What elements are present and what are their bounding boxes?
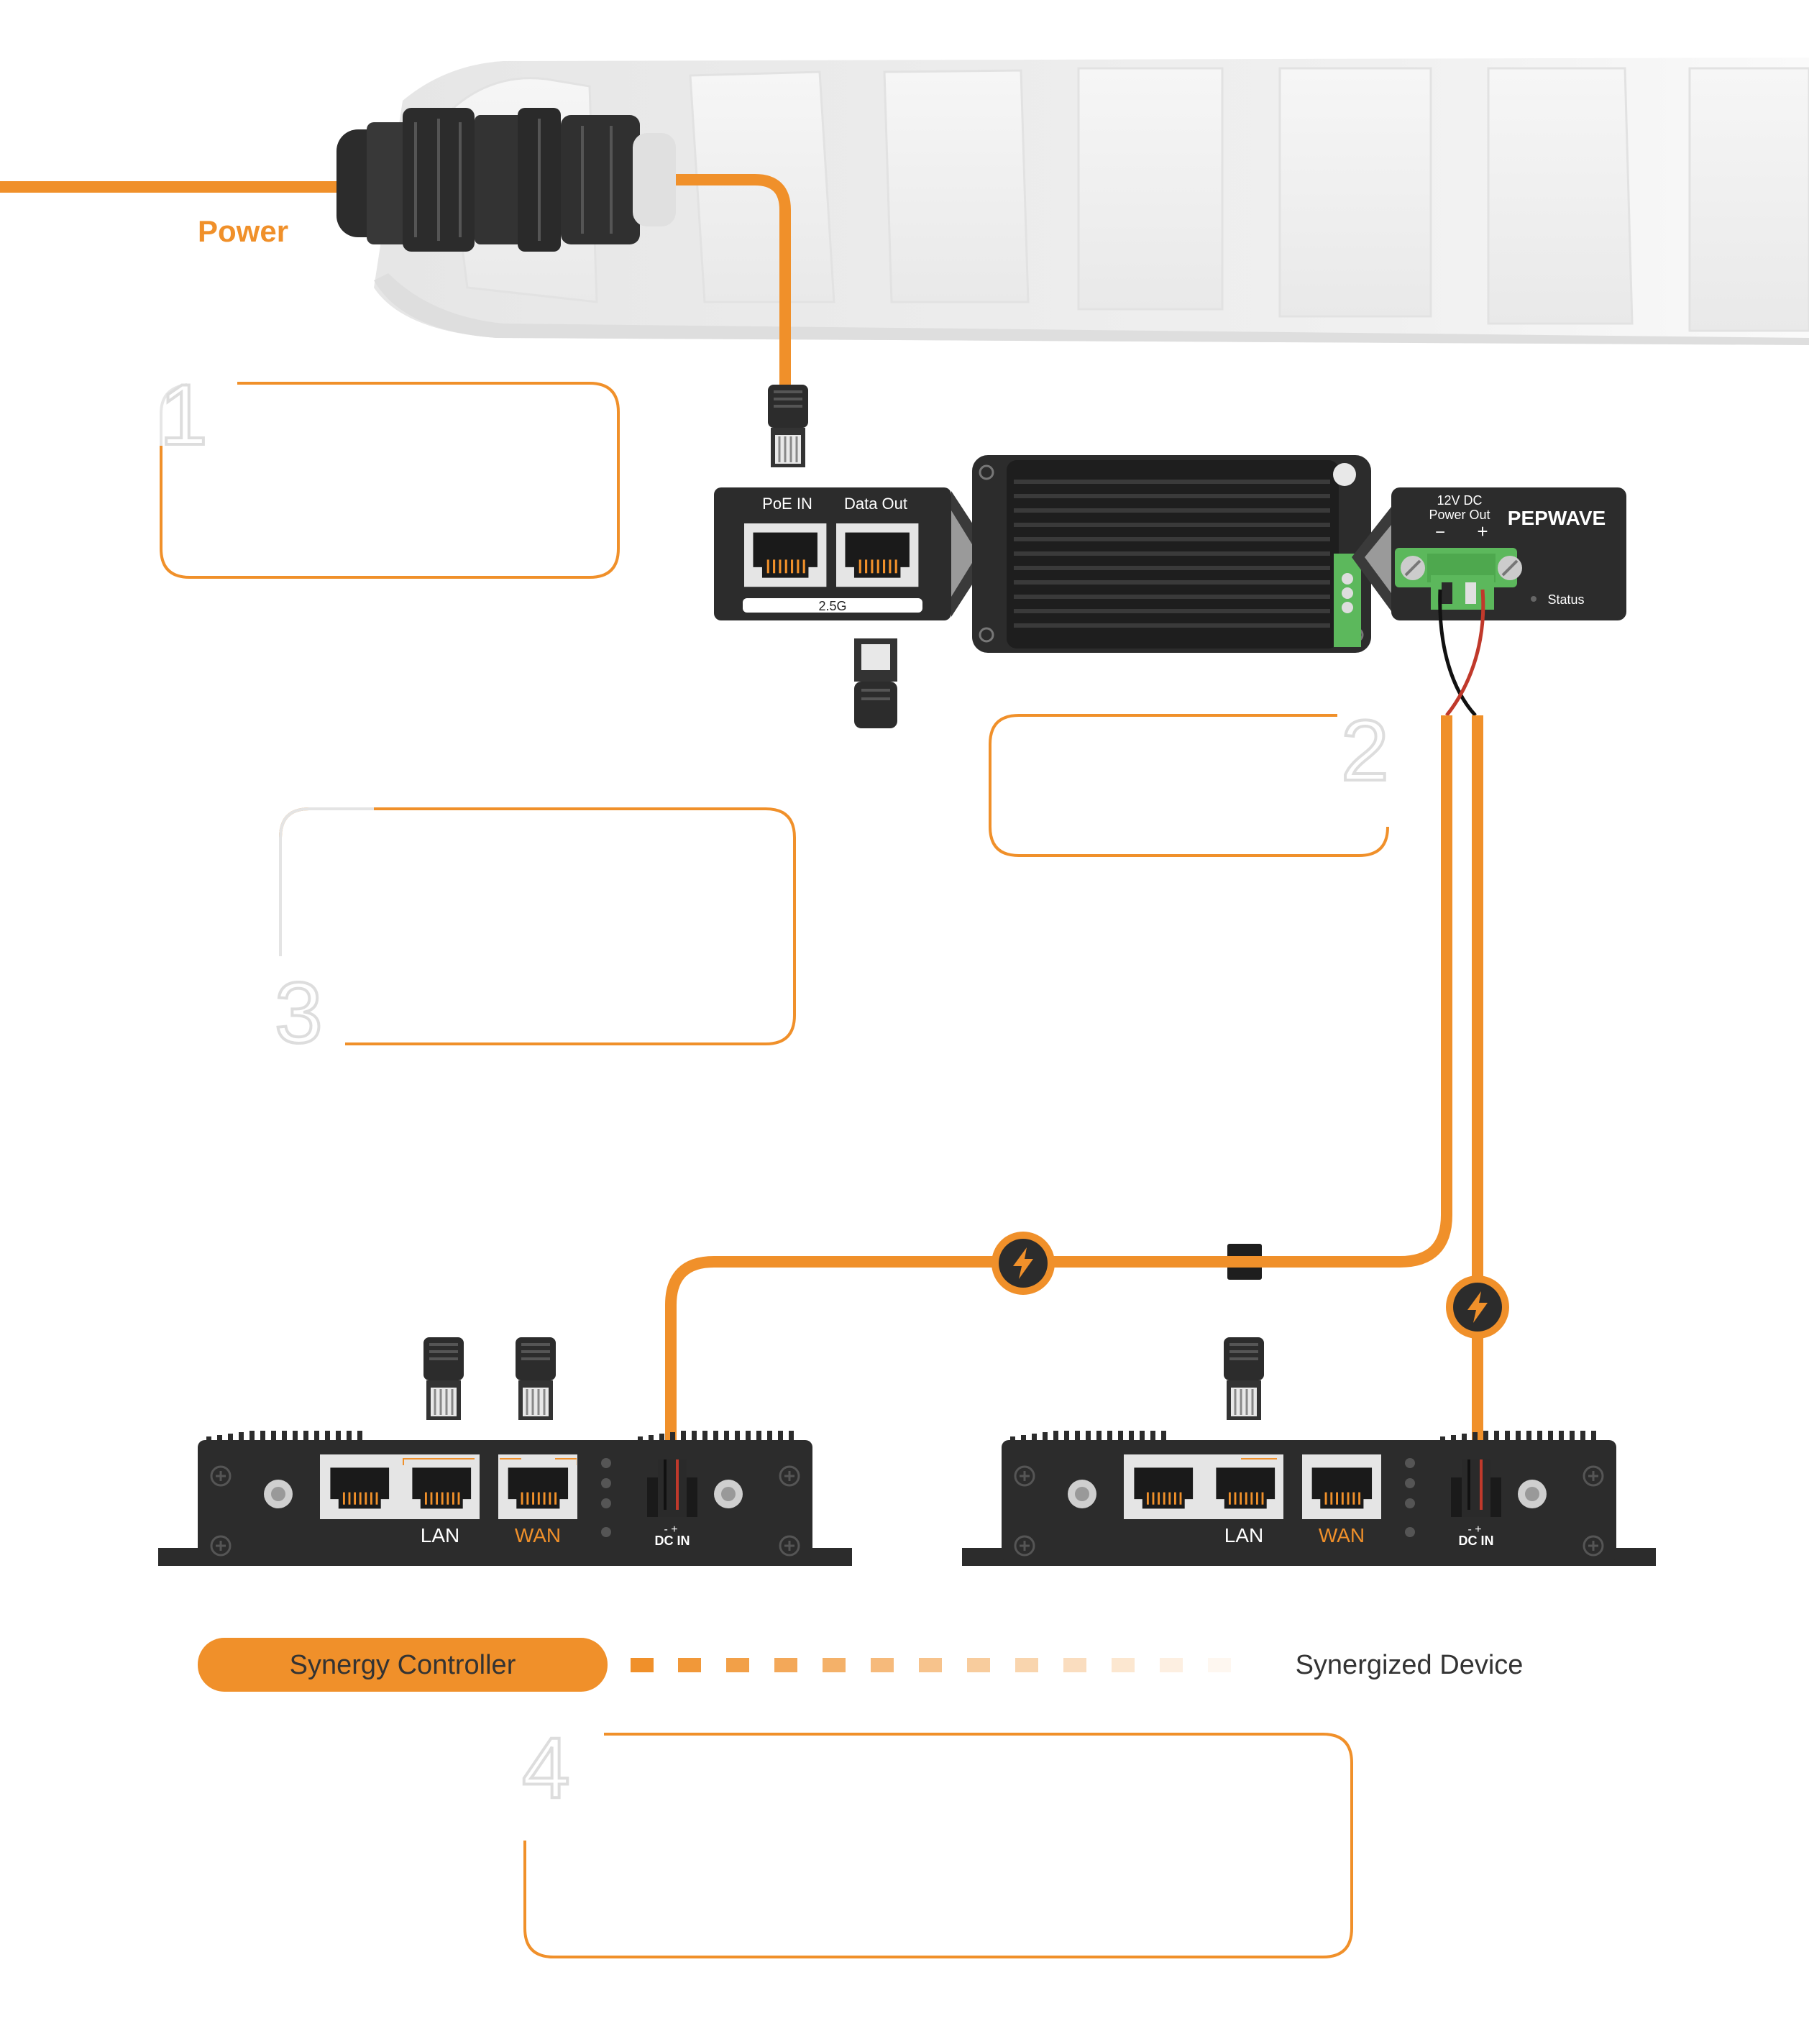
data-out-port — [835, 522, 920, 588]
rj45-plug-icon — [854, 638, 897, 728]
lightning-icon — [991, 1232, 1055, 1295]
router-2-wan-label: WAN — [1319, 1524, 1365, 1546]
step-box-3: 3 — [273, 807, 796, 1063]
power-cable — [0, 174, 791, 388]
step-box-1: 1 — [158, 365, 620, 579]
legend: Synergy Controller Synergized Device — [198, 1638, 1523, 1692]
dc-converter — [972, 455, 1371, 653]
dc-wires — [1438, 589, 1485, 717]
router-2-dc-polarity: - + — [1467, 1523, 1481, 1536]
dc-out-minus: − — [1435, 523, 1445, 542]
step-box-2: 2 — [989, 701, 1391, 857]
router-1-dc-in-label: DC IN — [655, 1534, 690, 1548]
data-out-label: Data Out — [844, 495, 907, 513]
router-1-lan-label: LAN — [421, 1524, 459, 1546]
router-synergized-device: LAN WAN - + DC IN — [962, 1336, 1656, 1566]
router-1-dc-polarity: - + — [664, 1523, 677, 1536]
dc-output-module: 12V DC Power Out − + PEPWAVE Status — [1352, 487, 1626, 620]
rj45-plug-icon — [766, 383, 810, 469]
dc-out-plus: + — [1477, 521, 1488, 542]
poe-in-label: PoE IN — [762, 495, 812, 513]
power-label: Power — [198, 214, 288, 248]
poe-in-port — [743, 522, 828, 588]
step-box-4: 4 — [521, 1718, 1353, 1958]
dc-out-label-line2: Power Out — [1429, 508, 1490, 522]
status-label: Status — [1547, 592, 1584, 607]
step-number-3: 3 — [275, 965, 323, 1061]
pepwave-logo: PEPWAVE — [1508, 507, 1606, 529]
lightning-icon — [1446, 1275, 1509, 1339]
antenna-dome — [374, 58, 1809, 345]
step-number-4: 4 — [522, 1720, 570, 1816]
poe-splitter: PoE IN Data Out 2.5G — [714, 487, 992, 620]
synergized-device-label: Synergized Device — [1296, 1650, 1524, 1680]
legend-dashes — [631, 1658, 1231, 1672]
router-1-wan-label: WAN — [515, 1524, 561, 1546]
router-2-dc-in-label: DC IN — [1459, 1534, 1494, 1548]
step-number-2: 2 — [1341, 702, 1389, 799]
step-number-1: 1 — [160, 367, 208, 463]
synergy-controller-pill — [198, 1638, 608, 1692]
synergy-controller-label: Synergy Controller — [290, 1650, 516, 1680]
dc-out-label-line1: 12V DC — [1437, 493, 1482, 508]
speed-label: 2.5G — [818, 599, 846, 613]
router-2-lan-label: LAN — [1224, 1524, 1263, 1546]
router-synergy-controller: LAN WAN - + DC IN — [158, 1336, 852, 1566]
cable-gland-icon — [336, 108, 676, 252]
